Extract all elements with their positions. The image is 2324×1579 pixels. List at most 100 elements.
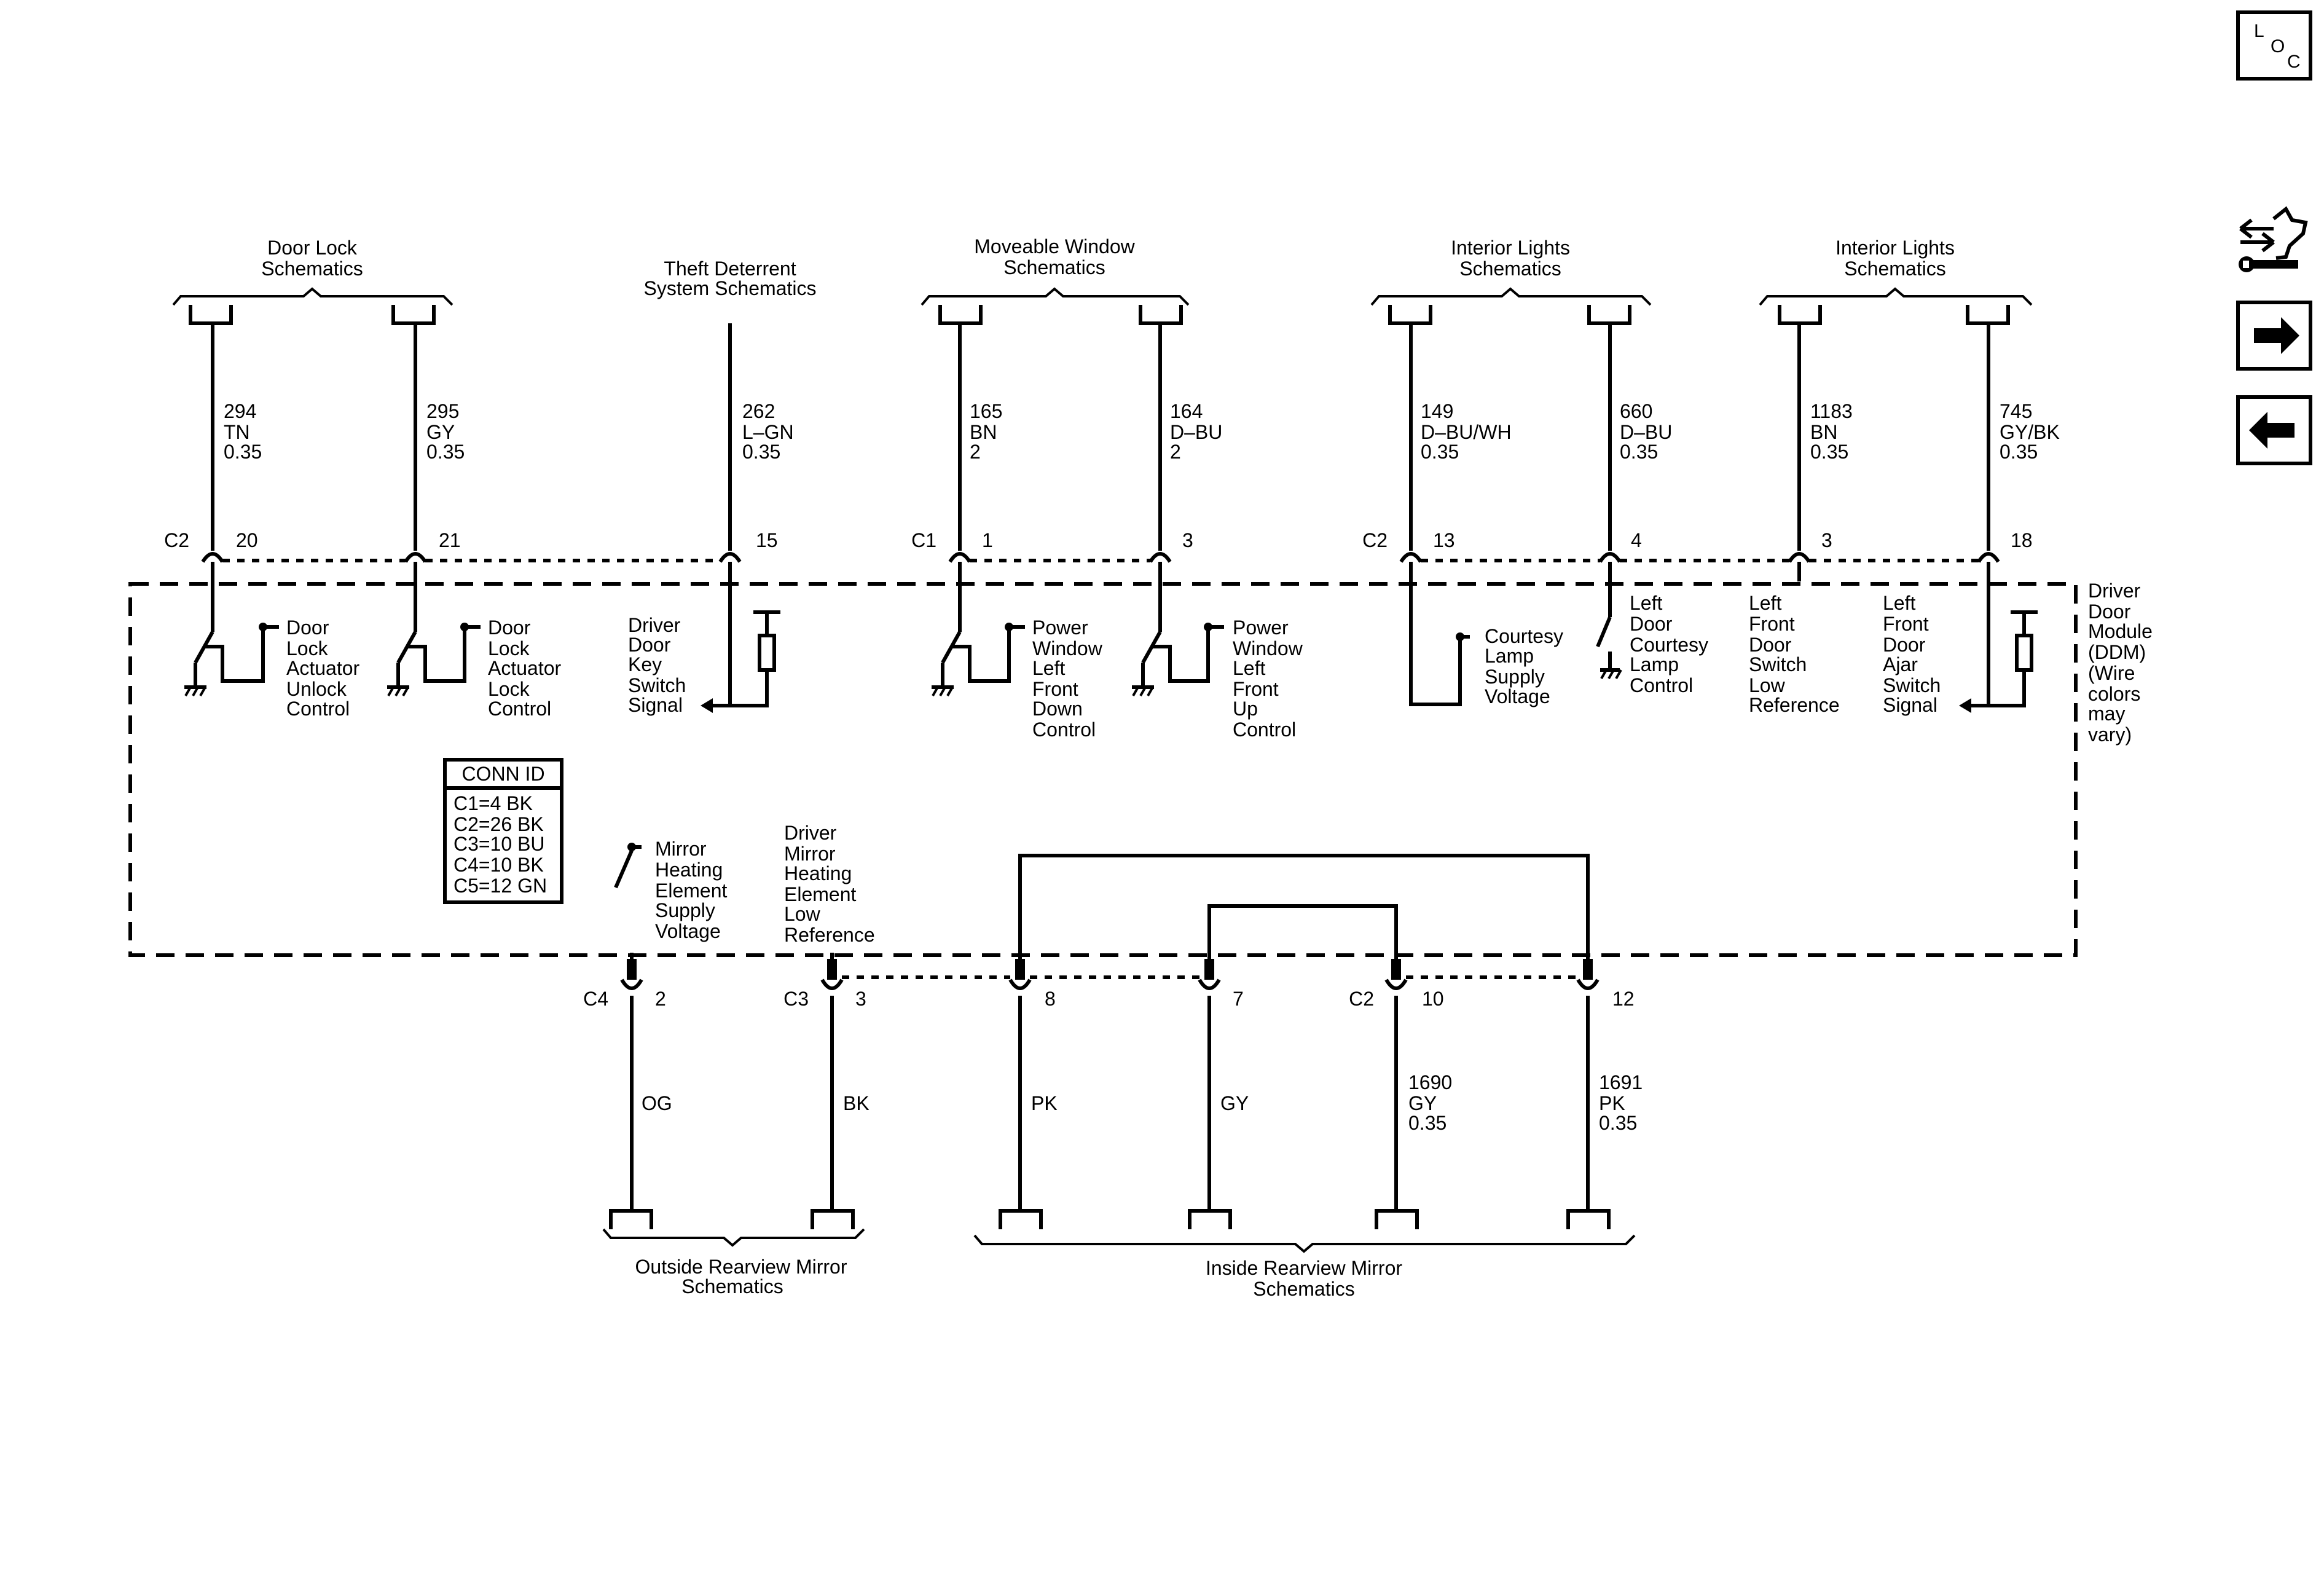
wire-164[interactable]: 164 D–BU 2 [1158, 323, 1222, 551]
svg-text:20: 20 [236, 529, 258, 551]
wire-745[interactable]: 745 GY/BK 0.35 [1987, 323, 2060, 551]
svg-text:Power: Power [1032, 616, 1088, 639]
svg-text:Mirror: Mirror [655, 838, 707, 860]
wire-149[interactable]: 149 D–BU/WH 0.35 [1409, 323, 1512, 551]
header-inside-mirror[interactable]: Inside Rearview Mirror Schematics [973, 1209, 1636, 1300]
svg-text:1183: 1183 [1810, 400, 1853, 422]
svg-text:PK: PK [1031, 1092, 1058, 1114]
svg-text:C2=26 BK: C2=26 BK [453, 813, 544, 835]
door-lock-lock-switch [387, 581, 481, 696]
svg-text:Door: Door [1883, 634, 1926, 656]
svg-text:Schematics: Schematics [681, 1275, 783, 1297]
next-page-button[interactable] [2236, 301, 2312, 371]
header-theft-deterrent[interactable]: Theft Deterrent System Schematics [644, 258, 817, 299]
window-up-switch [1132, 581, 1224, 696]
svg-text:Interior Lights: Interior Lights [1451, 237, 1570, 259]
svg-text:Inside Rearview Mirror: Inside Rearview Mirror [1206, 1257, 1402, 1279]
svg-text:Front: Front [1032, 678, 1078, 700]
svg-text:GY: GY [1220, 1092, 1249, 1114]
svg-text:165: 165 [970, 400, 1002, 422]
svg-text:Outside Rearview Mirror: Outside Rearview Mirror [635, 1256, 847, 1278]
header-outside-mirror[interactable]: Outside Rearview Mirror Schematics [602, 1209, 865, 1297]
svg-text:L–GN: L–GN [742, 421, 794, 443]
svg-text:may: may [2088, 703, 2125, 725]
svg-text:Supply: Supply [655, 899, 715, 921]
wire-gy[interactable]: GY [1207, 996, 1249, 1211]
svg-text:Schematics: Schematics [1844, 258, 1945, 280]
svg-text:Lock: Lock [286, 637, 329, 660]
courtesy-supply-circuit [1409, 581, 1470, 706]
svg-text:Control: Control [1032, 719, 1096, 741]
door-switch-low-label: Left Front Door Switch Low Reference [1749, 592, 1840, 716]
svg-text:System Schematics: System Schematics [644, 277, 817, 299]
svg-text:vary): vary) [2088, 723, 2132, 746]
window-down-label: Power Window Left Front Down Control [1032, 616, 1103, 741]
component-locator-icon[interactable] [2239, 206, 2308, 272]
svg-text:Driver: Driver [784, 822, 837, 844]
svg-text:Window: Window [1233, 637, 1303, 660]
wire-660[interactable]: 660 D–BU 0.35 [1608, 323, 1672, 551]
svg-text:Courtesy: Courtesy [1630, 634, 1708, 656]
wire-pk[interactable]: PK [1018, 996, 1058, 1211]
svg-text:13: 13 [1433, 529, 1455, 551]
svg-text:Lamp: Lamp [1630, 653, 1679, 675]
ajar-switch-label: Left Front Door Ajar Switch Signal [1883, 592, 1941, 716]
svg-text:Module: Module [2088, 620, 2153, 642]
svg-text:Lock: Lock [488, 637, 530, 660]
svg-text:Door: Door [286, 616, 329, 639]
wire-1690[interactable]: 1690 GY 0.35 [1394, 996, 1452, 1211]
svg-text:BN: BN [970, 421, 997, 443]
wire-262[interactable]: 262 L–GN 0.35 [728, 323, 794, 551]
svg-text:Switch: Switch [1883, 674, 1941, 696]
svg-text:Control: Control [1233, 719, 1296, 741]
pin-labels-top: C2 20 21 15 C1 1 3 C2 13 4 3 18 [164, 529, 2033, 551]
previous-page-button[interactable] [2236, 395, 2312, 465]
door-lock-lock-label: Door Lock Actuator Lock Control [488, 616, 562, 720]
arrow-right-icon [2254, 317, 2299, 354]
wire-1691[interactable]: 1691 PK 0.35 [1586, 996, 1643, 1211]
svg-text:C3: C3 [783, 988, 809, 1010]
svg-text:10: 10 [1422, 988, 1444, 1010]
svg-text:0.35: 0.35 [1421, 441, 1459, 463]
svg-text:149: 149 [1421, 400, 1453, 422]
svg-text:Switch: Switch [628, 674, 686, 696]
wire-1183[interactable]: 1183 BN 0.35 [1797, 323, 1853, 551]
header-interior-lights-2[interactable]: Interior Lights Schematics [1759, 237, 2033, 325]
wire-bk[interactable]: BK [830, 996, 870, 1211]
svg-text:C2: C2 [1362, 529, 1388, 551]
svg-text:Actuator: Actuator [488, 657, 562, 679]
svg-text:0.35: 0.35 [742, 441, 780, 463]
svg-text:0.35: 0.35 [2000, 441, 2038, 463]
svg-text:Door: Door [2088, 600, 2131, 623]
header-moveable-window[interactable]: Moveable Window Schematics [921, 235, 1190, 325]
svg-text:2: 2 [655, 988, 666, 1010]
svg-text:Key: Key [628, 653, 662, 675]
wire-165[interactable]: 165 BN 2 [958, 323, 1002, 551]
svg-text:OG: OG [642, 1092, 672, 1114]
svg-text:2: 2 [1170, 441, 1181, 463]
wire-295[interactable]: 295 GY 0.35 [414, 323, 465, 551]
svg-text:Door: Door [1749, 634, 1792, 656]
svg-text:Theft Deterrent: Theft Deterrent [664, 258, 796, 280]
loc-button[interactable]: L O C [2236, 10, 2312, 81]
arrow-left-icon [2249, 412, 2295, 449]
svg-text:C1=4 BK: C1=4 BK [453, 792, 533, 814]
svg-text:Schematics: Schematics [1003, 256, 1105, 278]
svg-text:C5=12 GN: C5=12 GN [453, 875, 547, 897]
wire-og[interactable]: OG [630, 996, 672, 1211]
header-door-lock[interactable]: Door Lock Schematics [172, 237, 453, 325]
loc-letter-l: L [2254, 21, 2264, 41]
svg-text:0.35: 0.35 [1599, 1112, 1637, 1134]
svg-text:8: 8 [1045, 988, 1056, 1010]
svg-text:7: 7 [1233, 988, 1244, 1010]
svg-text:3: 3 [1821, 529, 1832, 551]
svg-text:BN: BN [1810, 421, 1837, 443]
door-lock-unlock-label: Door Lock Actuator Unlock Control [286, 616, 360, 720]
svg-text:Door: Door [488, 616, 531, 639]
header-interior-lights-1[interactable]: Interior Lights Schematics [1370, 237, 1652, 325]
svg-text:Signal: Signal [628, 694, 683, 716]
svg-text:164: 164 [1170, 400, 1203, 422]
key-switch-label: Driver Door Key Switch Signal [628, 614, 686, 716]
svg-text:0.35: 0.35 [1620, 441, 1658, 463]
wire-294[interactable]: 294 TN 0.35 [211, 323, 262, 551]
